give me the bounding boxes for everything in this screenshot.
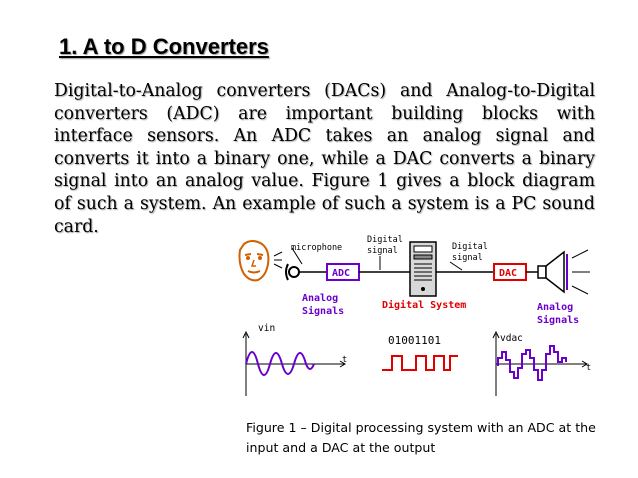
block-diagram: microphone ADC Digital signal Digital si… [238, 235, 591, 396]
analog-signals-left-1: Analog [302, 293, 338, 304]
input-wave [245, 351, 315, 376]
speaker-icon [537, 250, 568, 294]
adc-label: ADC [332, 268, 350, 279]
digital-signal-label-left-1: Digital [367, 235, 403, 245]
slide-title: 1. A to D Converters [59, 34, 269, 59]
analog-signals-left-2: Signals [302, 305, 344, 317]
sound-wave-icon [273, 251, 283, 269]
microphone-label: microphone [291, 243, 342, 253]
computer-icon [409, 241, 437, 297]
binary-pulse-train [382, 355, 458, 371]
t-label-left: t [342, 355, 347, 365]
analog-signals-right-1: Analog [537, 302, 573, 313]
vdac-label: vdac [500, 333, 523, 344]
binary-label: 01001101 [388, 334, 441, 347]
digital-system-label: Digital System [382, 299, 466, 311]
microphone-icon [285, 263, 327, 281]
digital-signal-label-right-1: Digital [452, 242, 488, 252]
digital-signal-pointer-right [449, 261, 463, 271]
output-waveform-plot: vdac t [492, 330, 591, 396]
microphone-pointer [291, 247, 303, 265]
figure-caption: Figure 1 – Digital processing system wit… [246, 420, 596, 455]
vin-label: vin [258, 323, 275, 334]
body-paragraph: Digital-to-Analog converters (DACs) and … [54, 81, 595, 237]
digital-signal-label-right-2: signal [452, 253, 483, 263]
face-icon [238, 240, 270, 282]
analog-signals-right-2: Signals [537, 314, 579, 326]
input-waveform-plot: vin t [242, 323, 347, 396]
digital-signal-label-left-2: signal [367, 246, 398, 256]
t-label-right: t [586, 363, 591, 373]
output-staircase-wave [497, 345, 567, 381]
dac-label: DAC [499, 268, 517, 279]
binary-waveform: 01001101 [382, 334, 458, 371]
speaker-sound-icon [571, 249, 590, 295]
